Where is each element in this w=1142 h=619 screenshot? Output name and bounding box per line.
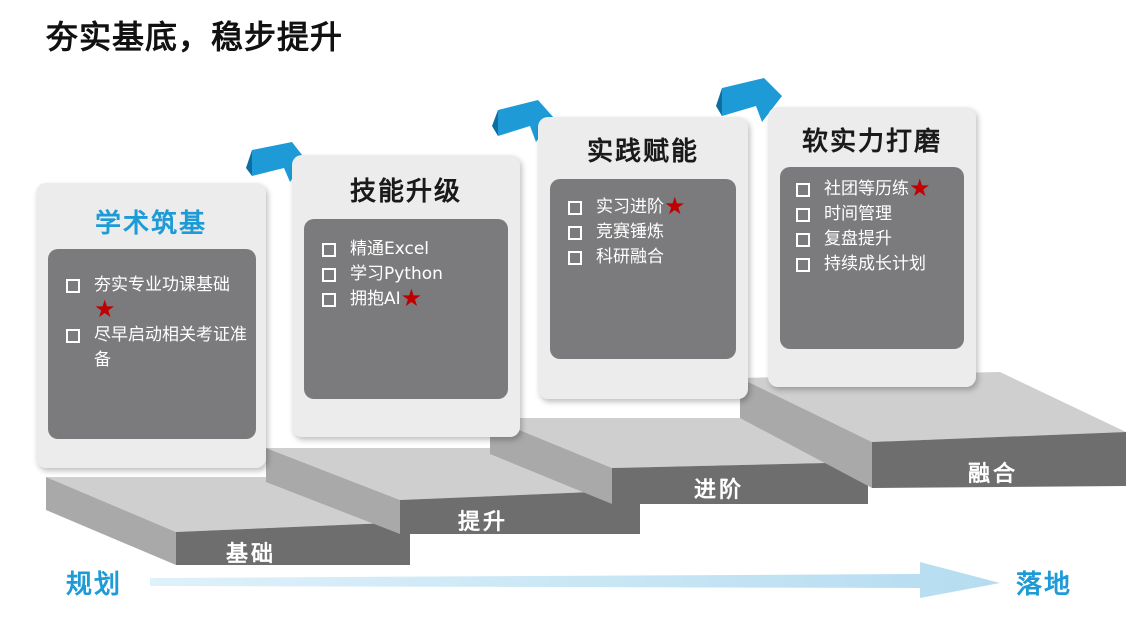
step-front-1 bbox=[176, 522, 410, 565]
list-item: 社团等历练★ bbox=[790, 174, 962, 202]
stage-label-basic: 基础 bbox=[226, 541, 277, 567]
step-top-1 bbox=[46, 477, 410, 532]
list-item: 时间管理 bbox=[790, 202, 962, 227]
checkbox-icon bbox=[796, 183, 810, 197]
list-item: 精通Excel bbox=[316, 237, 502, 262]
list-item: 尽早启动相关考证准备 bbox=[60, 323, 250, 373]
card-content: 社团等历练★ 时间管理 复盘提升 持续成长计划 bbox=[780, 167, 964, 349]
step-top-4 bbox=[740, 372, 1126, 442]
curved-arrow-icon bbox=[716, 78, 782, 122]
timeline-start-label: 规划 bbox=[66, 570, 123, 600]
stage-label-advance: 进阶 bbox=[694, 477, 745, 503]
list-item: 拥抱AI★ bbox=[316, 284, 502, 312]
page-title: 夯实基底，稳步提升 bbox=[46, 18, 344, 56]
checkbox-icon bbox=[66, 329, 80, 343]
list-item: 学习Python bbox=[316, 262, 502, 287]
card-content: 精通Excel 学习Python 拥抱AI★ bbox=[304, 219, 508, 399]
card-content: 夯实专业功课基础★ 尽早启动相关考证准备 bbox=[48, 249, 256, 439]
checkbox-icon bbox=[66, 279, 80, 293]
list-item: 竞赛锤炼 bbox=[562, 220, 732, 245]
stage-label-merge: 融合 bbox=[968, 461, 1019, 487]
card-title: 学术筑基 bbox=[94, 209, 207, 239]
step-top-2 bbox=[266, 448, 640, 500]
step-slope-3 bbox=[490, 418, 612, 504]
card-content: 实习进阶★ 竞赛锤炼 科研融合 bbox=[550, 179, 736, 359]
card-academic: 学术筑基 夯实专业功课基础★ 尽早启动相关考证准备 bbox=[36, 183, 266, 468]
card-soft-skills: 软实力打磨 社团等历练★ 时间管理 复盘提升 持续成长计划 bbox=[768, 107, 976, 387]
card-title: 实践赋能 bbox=[586, 137, 699, 167]
step-slope-1 bbox=[46, 477, 176, 565]
checkbox-icon bbox=[568, 226, 582, 240]
checkbox-icon bbox=[796, 208, 810, 222]
checkbox-icon bbox=[568, 251, 582, 265]
step-front-2 bbox=[400, 490, 640, 534]
step-front-4 bbox=[872, 432, 1126, 488]
star-icon: ★ bbox=[94, 295, 116, 323]
star-icon: ★ bbox=[400, 284, 423, 312]
step-slope-4 bbox=[740, 378, 872, 488]
card-skills: 技能升级 精通Excel 学习Python 拥抱AI★ bbox=[292, 155, 520, 437]
card-practice: 实践赋能 实习进阶★ 竞赛锤炼 科研融合 bbox=[538, 117, 748, 399]
checkbox-icon bbox=[796, 258, 810, 272]
star-icon: ★ bbox=[909, 174, 931, 202]
stage-label-improve: 提升 bbox=[458, 509, 509, 535]
card-title: 技能升级 bbox=[349, 177, 462, 207]
list-item: 科研融合 bbox=[562, 245, 732, 270]
checkbox-icon bbox=[322, 268, 336, 282]
checkbox-icon bbox=[322, 243, 336, 257]
step-front-3 bbox=[612, 462, 868, 504]
checkbox-icon bbox=[796, 233, 810, 247]
list-item: 实习进阶★ bbox=[562, 192, 732, 220]
timeline-arrow bbox=[150, 562, 1000, 598]
list-item: 复盘提升 bbox=[790, 227, 962, 252]
list-item: 持续成长计划 bbox=[790, 252, 962, 277]
star-icon: ★ bbox=[664, 192, 686, 220]
checkbox-icon bbox=[568, 201, 582, 215]
list-item: 夯实专业功课基础★ bbox=[60, 273, 250, 323]
card-title: 软实力打磨 bbox=[801, 127, 942, 157]
checkbox-icon bbox=[322, 293, 336, 307]
step-slope-2 bbox=[266, 448, 400, 534]
timeline-end-label: 落地 bbox=[1016, 570, 1073, 600]
